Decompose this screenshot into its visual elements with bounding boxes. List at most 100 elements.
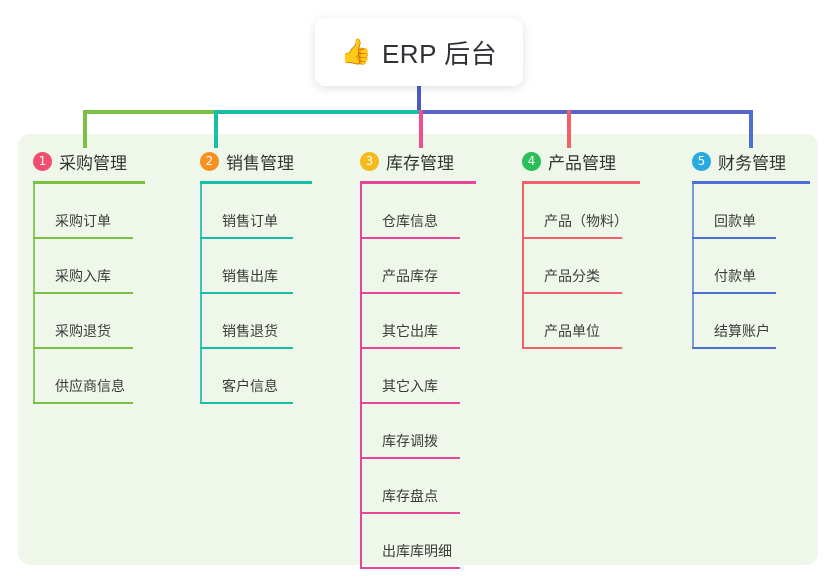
- leaf-node[interactable]: 客户信息: [200, 349, 312, 404]
- leaf-node-label: 产品分类: [544, 268, 600, 284]
- leaf-node[interactable]: 采购订单: [33, 184, 145, 239]
- branch-column-3[interactable]: 3 库存管理仓库信息产品库存其它出库其它入库库存调拨库存盘点出库库明细: [360, 148, 476, 569]
- branch-title: 销售管理: [226, 153, 294, 173]
- branch-title: 采购管理: [59, 153, 127, 173]
- branch-header-1[interactable]: 1 采购管理: [33, 148, 145, 174]
- branch-column-2[interactable]: 2 销售管理销售订单销售出库销售退货客户信息: [200, 148, 312, 404]
- branch-header-2[interactable]: 2 销售管理: [200, 148, 312, 174]
- leaf-node-label: 销售出库: [222, 268, 278, 284]
- branch-leaf-list: 回款单付款单结算账户: [692, 184, 810, 349]
- branch-leaf-list: 销售订单销售出库销售退货客户信息: [200, 184, 312, 404]
- leaf-node-rule: [360, 457, 460, 459]
- branch-header-rule: [522, 181, 640, 184]
- leaf-node[interactable]: 采购入库: [33, 239, 145, 294]
- leaf-node[interactable]: 采购退货: [33, 294, 145, 349]
- leaf-node-label: 出库库明细: [382, 543, 452, 559]
- branch-column-4[interactable]: 4 产品管理产品（物料） 产品分类产品单位: [522, 148, 640, 349]
- leaf-node-label: 付款单: [714, 268, 756, 284]
- leaf-node-label: 采购退货: [55, 323, 111, 339]
- connector-leg-3: [419, 110, 423, 148]
- leaf-node-rule: [33, 347, 133, 349]
- leaf-node[interactable]: 供应商信息: [33, 349, 145, 404]
- leaf-node[interactable]: 产品（物料）: [522, 184, 640, 239]
- leaf-node[interactable]: 库存盘点: [360, 459, 476, 514]
- branch-leaf-list: 仓库信息产品库存其它出库其它入库库存调拨库存盘点出库库明细: [360, 184, 476, 569]
- leaf-node[interactable]: 产品单位: [522, 294, 640, 349]
- leaf-node[interactable]: 销售订单: [200, 184, 312, 239]
- branch-number-badge: 3: [360, 151, 379, 171]
- branch-number-badge: 1: [33, 151, 52, 171]
- thumbs-up-icon: 👍: [340, 37, 372, 66]
- leaf-node[interactable]: 付款单: [692, 239, 810, 294]
- branch-title: 库存管理: [386, 153, 454, 173]
- branch-number-badge: 5: [692, 151, 711, 171]
- leaf-node-label: 产品单位: [544, 323, 600, 339]
- connector-leg-2: [214, 110, 218, 148]
- leaf-node[interactable]: 结算账户: [692, 294, 810, 349]
- leaf-node-rule: [522, 292, 622, 294]
- leaf-node-label: 库存盘点: [382, 488, 438, 504]
- connector-spine: [360, 184, 362, 569]
- connector-spine: [33, 184, 35, 404]
- leaf-node-rule: [33, 402, 133, 404]
- branch-number-badge: 2: [200, 151, 219, 171]
- connector-leg-4: [567, 110, 571, 148]
- leaf-node-rule: [522, 347, 622, 349]
- connector-spine: [692, 184, 694, 349]
- branch-header-rule: [360, 181, 476, 184]
- leaf-node-rule: [200, 292, 293, 294]
- connector-leg-5: [749, 110, 753, 148]
- connector-spine: [200, 184, 202, 404]
- leaf-node-label: 供应商信息: [55, 378, 125, 394]
- leaf-node-label: 采购入库: [55, 268, 111, 284]
- leaf-node-label: 采购订单: [55, 213, 111, 229]
- leaf-node[interactable]: 销售出库: [200, 239, 312, 294]
- leaf-node-label: 库存调拨: [382, 433, 438, 449]
- connector-spine: [522, 184, 524, 349]
- branch-leaf-list: 采购订单采购入库采购退货供应商信息: [33, 184, 145, 404]
- leaf-node[interactable]: 出库库明细: [360, 514, 476, 569]
- leaf-node-label: 销售订单: [222, 213, 278, 229]
- leaf-node[interactable]: 仓库信息: [360, 184, 476, 239]
- diagram-panel: [18, 134, 818, 565]
- leaf-node-label: 其它入库: [382, 378, 438, 394]
- connector-root-stem: [417, 86, 421, 110]
- leaf-node-rule: [360, 237, 460, 239]
- connector-bus-blue: [419, 110, 753, 114]
- leaf-node-rule: [200, 237, 293, 239]
- branch-number-badge: 4: [522, 151, 541, 171]
- leaf-node[interactable]: 产品库存: [360, 239, 476, 294]
- root-node-erp-backend[interactable]: 👍 ERP 后台: [315, 18, 523, 86]
- leaf-node-label: 结算账户: [714, 323, 770, 339]
- branch-column-1[interactable]: 1 采购管理采购订单采购入库采购退货供应商信息: [33, 148, 145, 404]
- branch-header-rule: [200, 181, 312, 184]
- leaf-node[interactable]: 产品分类: [522, 239, 640, 294]
- leaf-node[interactable]: 库存调拨: [360, 404, 476, 459]
- connector-bus-teal: [214, 110, 419, 114]
- branch-title: 产品管理: [548, 153, 616, 173]
- leaf-node-label: 产品（物料）: [544, 213, 628, 229]
- leaf-node-rule: [360, 347, 460, 349]
- leaf-node[interactable]: 销售退货: [200, 294, 312, 349]
- leaf-node[interactable]: 其它入库: [360, 349, 476, 404]
- leaf-node[interactable]: 回款单: [692, 184, 810, 239]
- branch-leaf-list: 产品（物料） 产品分类产品单位: [522, 184, 640, 349]
- leaf-node[interactable]: 其它出库: [360, 294, 476, 349]
- leaf-node-rule: [692, 292, 776, 294]
- connector-leg-1: [83, 110, 87, 148]
- leaf-node-rule: [360, 402, 460, 404]
- leaf-node-rule: [33, 237, 133, 239]
- leaf-node-rule: [360, 292, 460, 294]
- branch-header-3[interactable]: 3 库存管理: [360, 148, 476, 174]
- leaf-node-rule: [33, 292, 133, 294]
- leaf-node-rule: [360, 567, 460, 569]
- leaf-node-rule: [200, 347, 293, 349]
- leaf-node-rule: [522, 237, 622, 239]
- leaf-node-label: 产品库存: [382, 268, 438, 284]
- branch-header-4[interactable]: 4 产品管理: [522, 148, 640, 174]
- leaf-node-rule: [200, 402, 293, 404]
- root-node-label: ERP 后台: [381, 38, 498, 69]
- leaf-node-rule: [692, 347, 776, 349]
